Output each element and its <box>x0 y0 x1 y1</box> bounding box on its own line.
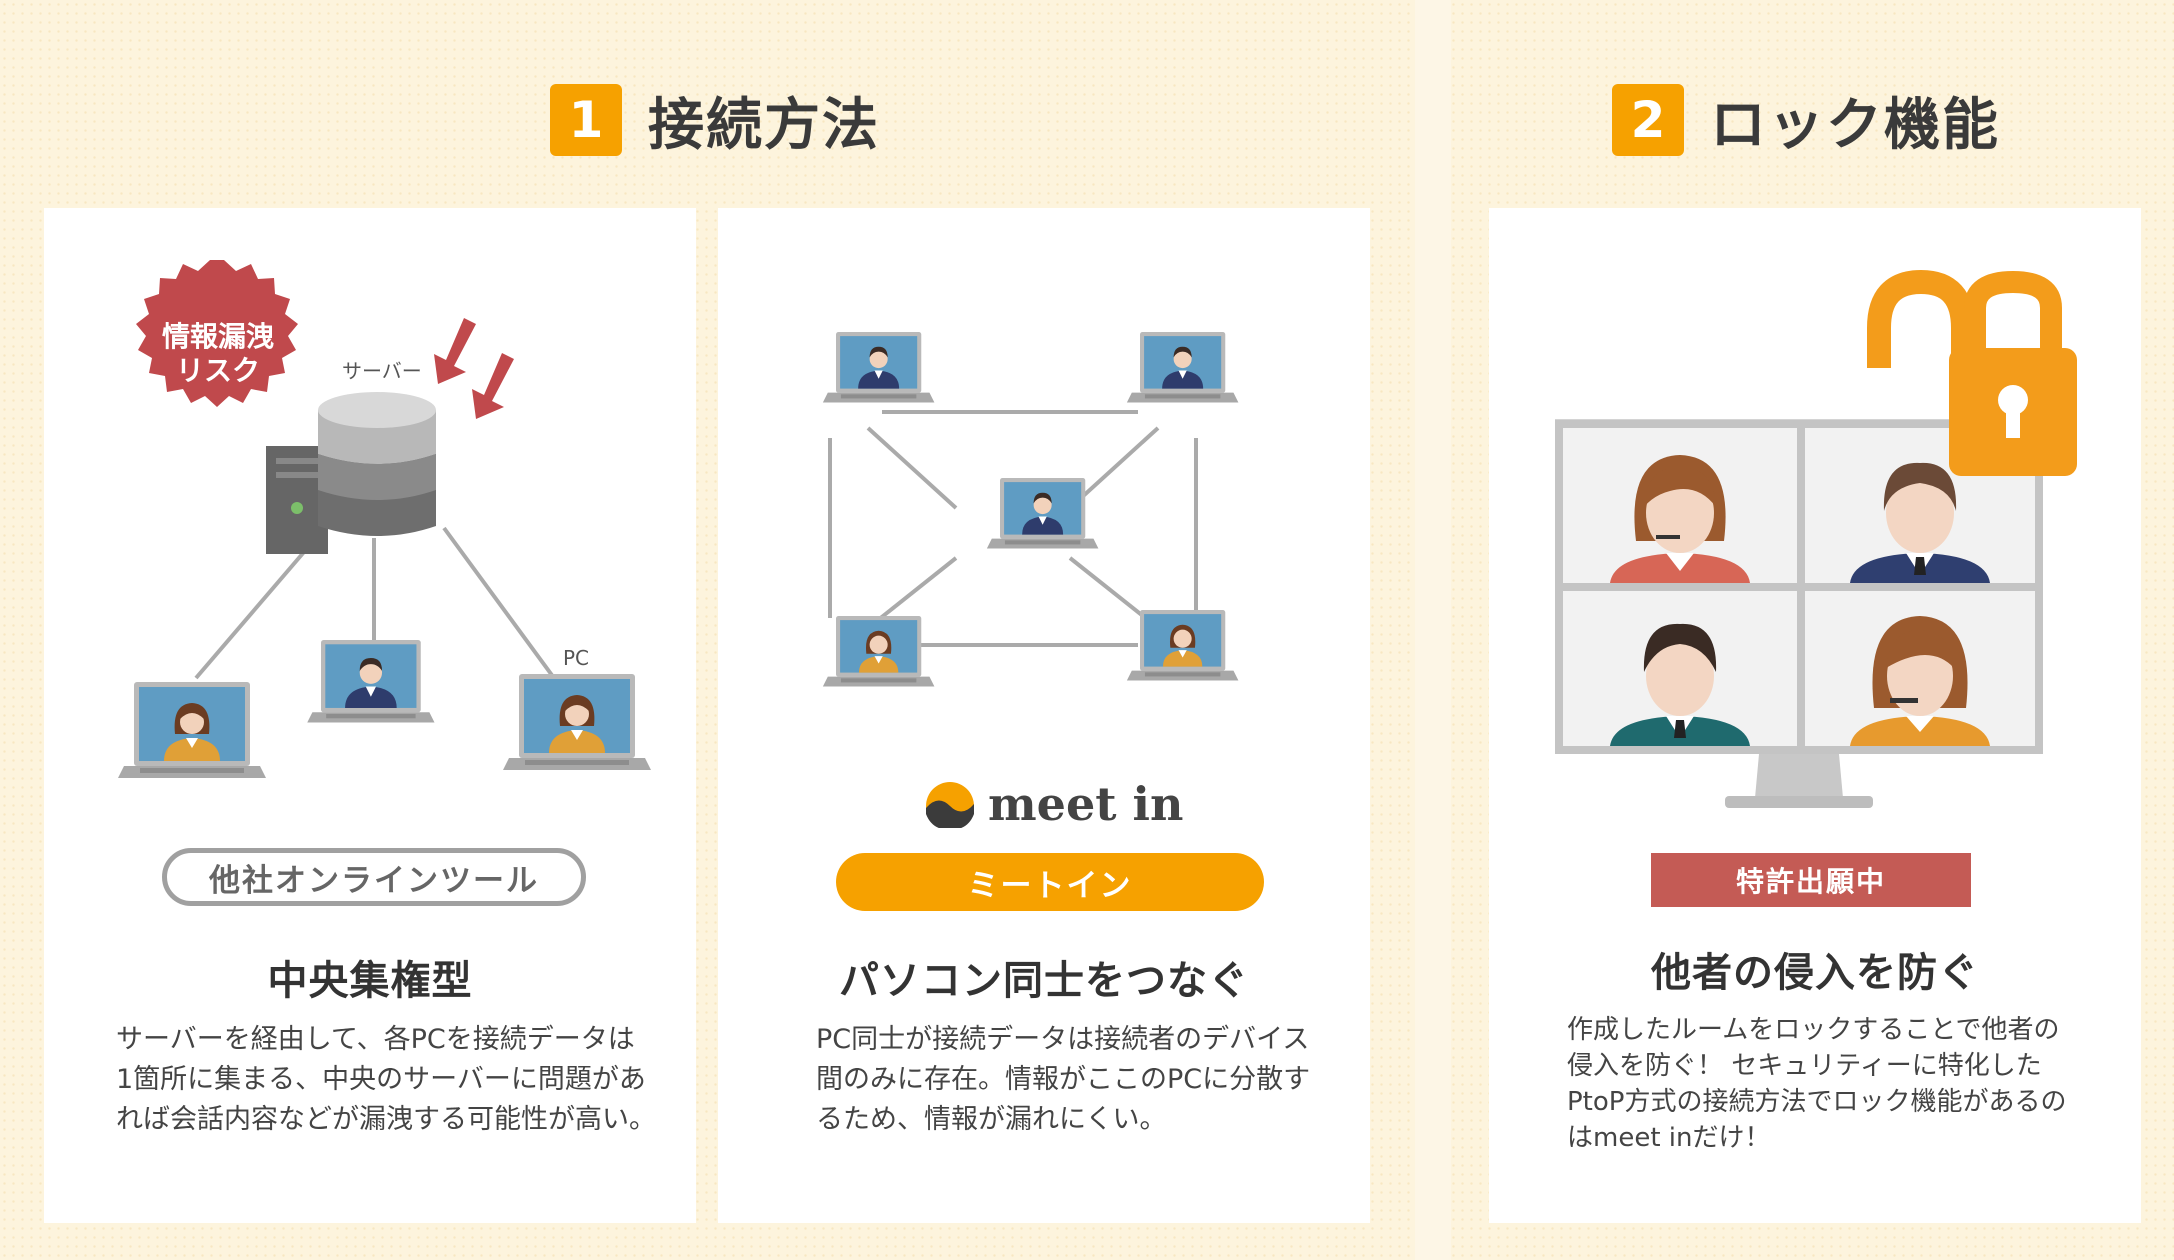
tag-other-tools: 他社オンラインツール <box>162 848 586 906</box>
lock-diagram <box>1555 269 2077 808</box>
server-label: サーバー <box>342 359 422 383</box>
padlock-icon-main <box>1949 270 2077 476</box>
monitor-icon <box>1555 419 2043 808</box>
central-server-diagram: 情報漏洩 リスク サーバー PC <box>118 260 651 778</box>
risk-seal: 情報漏洩 リスク <box>136 260 298 407</box>
section-number-badge: 2 <box>1612 84 1684 156</box>
description-line: はmeet inだけ！ <box>1567 1123 1771 1153</box>
section-title-connection: 1 接続方法 <box>550 80 880 160</box>
meet-in-logo-text: meet in <box>988 777 1183 828</box>
description-line: サーバーを経由して、各PCを接続データは <box>116 1024 635 1055</box>
tag-patent-pending: 特許出願中 <box>1651 853 1971 907</box>
card-lock: 特許出願中 他者の侵入を防ぐ 作成したルームをロックすることで他者の 侵入を防ぐ… <box>1489 208 2141 1223</box>
laptop-icon <box>822 332 935 403</box>
meet-in-logo-icon <box>926 782 974 828</box>
laptop-icon <box>1126 332 1239 403</box>
laptop-icon <box>822 616 935 687</box>
description-line: 1箇所に集まる、中央のサーバーに問題があ <box>116 1064 646 1095</box>
tag-meet-in: ミートイン <box>836 853 1264 911</box>
section-number-badge: 1 <box>550 84 622 156</box>
card-heading: 他者の侵入を防ぐ <box>1651 950 1979 996</box>
padlock-icon <box>1867 269 1975 368</box>
section-title-text: 接続方法 <box>648 92 880 158</box>
laptop-icon <box>503 674 651 770</box>
pc-label: PC <box>563 646 589 670</box>
laptop-icon <box>986 478 1099 549</box>
description-line: PtoP方式の接続方法でロック機能があるの <box>1567 1087 2067 1117</box>
description-line: 侵入を防ぐ！ セキュリティーに特化した <box>1567 1051 2042 1081</box>
description-line: 作成したルームをロックすることで他者の <box>1567 1015 2060 1045</box>
card-p2p: meet in ミートイン パソコン同士をつなぐ PC同士が接続データは接続者の… <box>718 208 1370 1223</box>
description-line: れば会話内容などが漏洩する可能性が高い。 <box>116 1104 656 1135</box>
section-title-text: ロック機能 <box>1710 92 2000 158</box>
laptop-icon <box>1126 610 1239 681</box>
laptop-icon <box>307 640 435 723</box>
card-heading: 中央集権型 <box>267 958 473 1004</box>
description-line: 間のみに存在。情報がここのPCに分散す <box>816 1064 1311 1095</box>
card-description: サーバーを経由して、各PCを接続データは 1箇所に集まる、中央のサーバーに問題が… <box>116 1020 656 1140</box>
card-description: 作成したルームをロックすることで他者の 侵入を防ぐ！ セキュリティーに特化した … <box>1567 1012 2066 1156</box>
laptop-icon <box>118 682 266 778</box>
card-central-server: 情報漏洩 リスク サーバー PC 他社オンラインツール 中央集権型 サーバーを経… <box>44 208 696 1223</box>
risk-label-line1: 情報漏洩 <box>162 320 274 353</box>
p2p-diagram: meet in <box>822 332 1239 828</box>
red-down-arrow-icon <box>434 318 514 419</box>
card-heading: パソコン同士をつなぐ <box>839 958 1249 1004</box>
risk-label-line2: リスク <box>176 354 260 387</box>
server-icon <box>266 392 436 554</box>
description-line: PC同士が接続データは接続者のデバイス <box>816 1024 1310 1055</box>
description-line: るため、情報が漏れにくい。 <box>816 1104 1167 1135</box>
section-divider <box>1415 0 1451 1260</box>
section-title-lock: 2 ロック機能 <box>1612 80 2000 160</box>
card-description: PC同士が接続データは接続者のデバイス 間のみに存在。情報がここのPCに分散す … <box>816 1020 1310 1140</box>
